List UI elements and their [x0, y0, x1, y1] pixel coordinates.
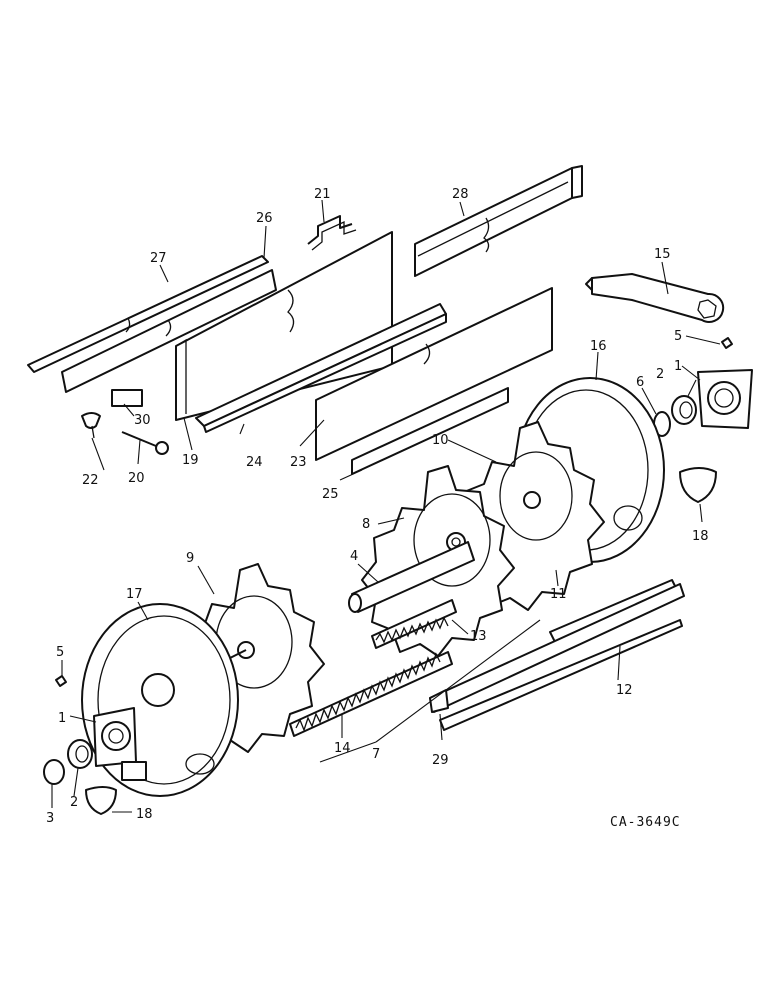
callout-30: 30 [134, 413, 151, 428]
strip-25 [351, 387, 509, 475]
callout-19: 19 [182, 453, 199, 468]
callout-1-left: 1 [58, 711, 66, 726]
wrench-15 [585, 273, 725, 323]
eye-bolt-20 [121, 431, 169, 455]
wing-nut-22 [81, 412, 101, 439]
callout-5-left: 5 [56, 645, 64, 660]
callout-10: 10 [432, 433, 449, 448]
callout-21: 21 [314, 187, 331, 202]
callout-26: 26 [256, 211, 273, 226]
strip-29 [429, 583, 685, 713]
callout-23: 23 [290, 455, 307, 470]
drawing-code: CA-3649C [610, 815, 681, 830]
callout-15: 15 [654, 247, 671, 262]
callout-18-right: 18 [692, 529, 709, 544]
bearing-right-1 [697, 369, 753, 429]
callout-5-right: 5 [674, 329, 682, 344]
callout-2-left: 2 [70, 795, 78, 810]
callout-11: 11 [550, 587, 567, 602]
bracket-21 [307, 215, 357, 251]
callout-6: 6 [636, 375, 644, 390]
leader-lines [51, 199, 721, 813]
callout-22: 22 [82, 473, 99, 488]
bolt-left-5 [55, 675, 67, 687]
callout-3: 3 [46, 811, 54, 826]
bearing-left-1 [93, 707, 137, 767]
collar-right-2 [671, 395, 697, 425]
flight-13 [371, 599, 457, 649]
callout-2-right: 2 [656, 367, 664, 382]
angle-24 [195, 303, 447, 433]
callout-28: 28 [452, 187, 469, 202]
callout-7: 7 [372, 747, 380, 762]
shield-left-18 [85, 786, 117, 815]
callout-14: 14 [334, 741, 351, 756]
ring-left-3 [43, 759, 65, 785]
callout-27: 27 [150, 251, 167, 266]
plate-30 [111, 389, 143, 407]
shaft-4 [348, 541, 475, 613]
shield-right-18 [679, 467, 717, 503]
clip-left [121, 761, 147, 781]
callout-1-right: 1 [674, 359, 682, 374]
callout-16: 16 [590, 339, 607, 354]
callout-29: 29 [432, 753, 449, 768]
callout-13: 13 [470, 629, 487, 644]
end-disc-17 [81, 603, 239, 797]
flight-14 [289, 651, 453, 737]
callout-25: 25 [322, 487, 339, 502]
callout-20: 20 [128, 471, 145, 486]
panel-23 [315, 287, 553, 461]
callout-8: 8 [362, 517, 370, 532]
bolt-right-5 [721, 337, 733, 349]
callout-18-left: 18 [136, 807, 153, 822]
collar-left-2 [67, 739, 93, 769]
bar-27 [27, 255, 269, 373]
callout-4: 4 [350, 549, 358, 564]
bar-26 [61, 269, 277, 393]
channel-28 [414, 165, 583, 277]
callout-12: 12 [616, 683, 633, 698]
callout-labels: 27 26 21 28 15 5 1 2 6 16 30 24 23 25 22… [46, 187, 709, 826]
callout-17: 17 [126, 587, 143, 602]
callout-9: 9 [186, 551, 194, 566]
callout-24: 24 [246, 455, 263, 470]
